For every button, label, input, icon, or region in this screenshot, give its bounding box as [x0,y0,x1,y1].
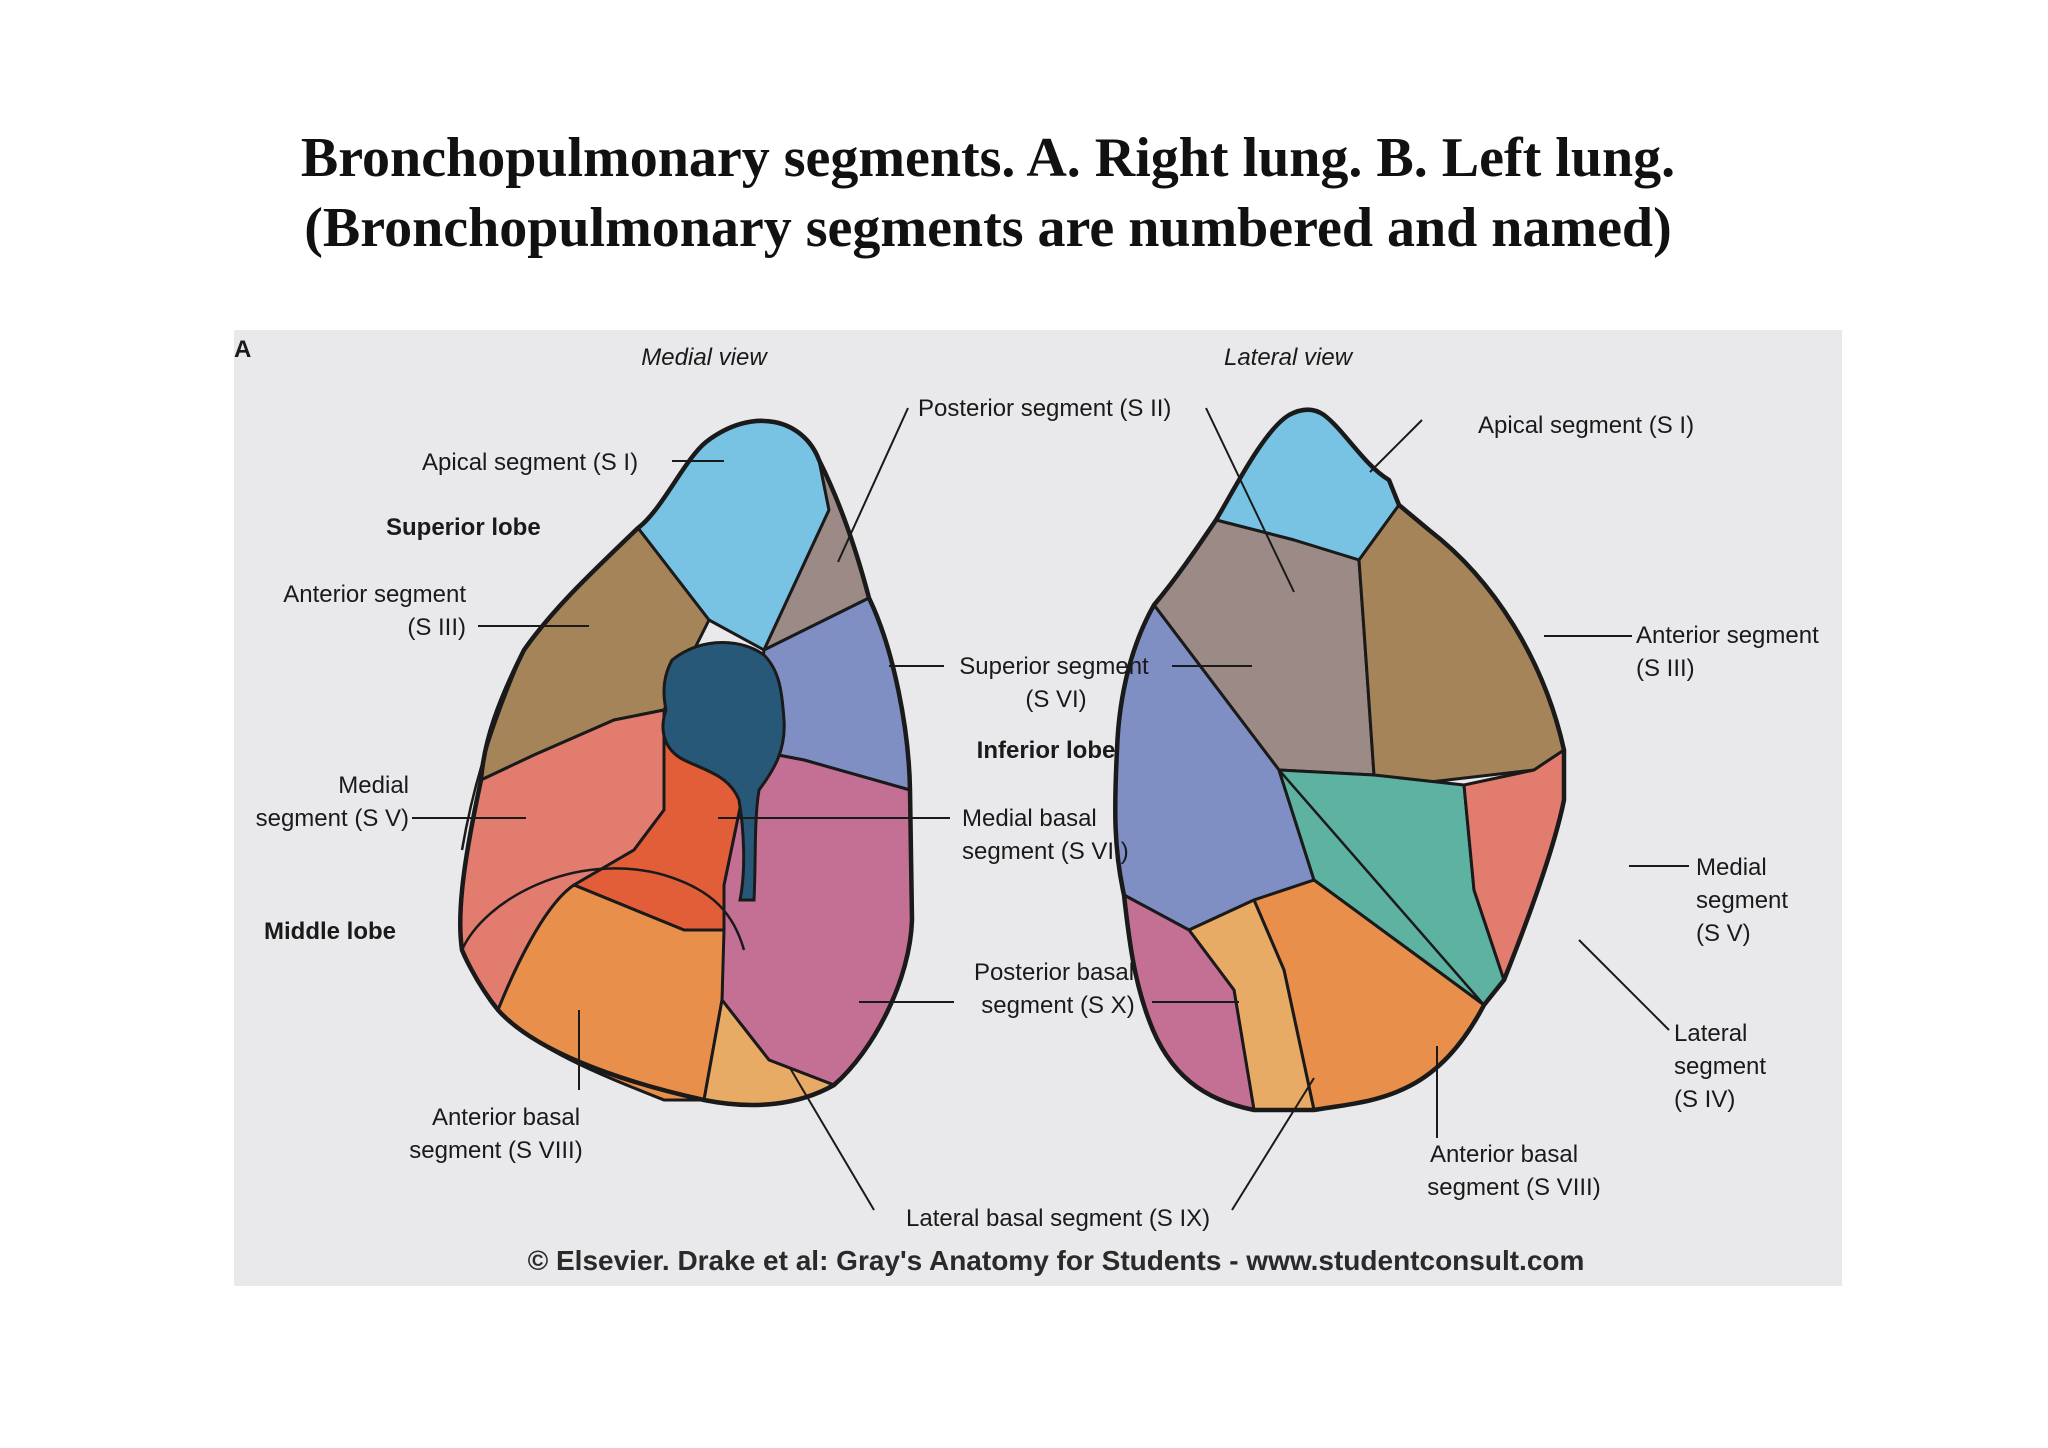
lateral-view-lung [1113,407,1567,1113]
lung-diagram: A Medial view Lateral view Apical segmen… [234,336,1819,1276]
label-inferior-lobe: Inferior lobe [977,737,1116,764]
label-anterior-basal-left-2: segment (S VIII) [409,1137,582,1164]
label-medial-right-1: Medial [1696,854,1767,881]
medial-view-lung [457,418,915,1108]
label-anterior-basal-left-1: Anterior basal [432,1104,580,1131]
medial-view-label: Medial view [641,344,768,371]
label-apical-left: Apical segment (S I) [422,449,638,476]
label-anterior-left-1: Anterior segment [283,581,466,608]
label-lateral-basal: Lateral basal segment (S IX) [906,1205,1210,1232]
slide-title-line-1: Bronchopulmonary segments. A. Right lung… [300,127,1676,189]
hilum [661,641,786,902]
label-anterior-right-1: Anterior segment [1636,622,1819,649]
slide-title-line-2: (Bronchopulmonary segments are numbered … [304,197,1672,259]
leader-lines [412,407,1689,1211]
label-medial-right-3: (S V) [1696,920,1751,947]
panel-letter: A [234,336,251,363]
label-apical-right: Apical segment (S I) [1478,412,1694,439]
lateral-oblique-fissure [1153,604,1485,1006]
label-middle-lobe: Middle lobe [264,918,396,945]
lung-segments-figure: A Medial view Lateral view Apical segmen… [234,330,1842,1286]
label-superior-segment-1: Superior segment [959,653,1149,680]
label-medial-right-2: segment [1696,887,1788,914]
label-superior-lobe: Superior lobe [386,514,541,541]
label-medial-basal-2: segment (S VII) [962,838,1129,865]
label-medial-left-1: Medial [338,772,409,799]
label-superior-segment-2: (S VI) [1025,686,1086,713]
label-posterior-basal-2: segment (S X) [981,992,1134,1019]
label-anterior-basal-right-2: segment (S VIII) [1427,1174,1600,1201]
label-lateral-right-2: segment [1674,1053,1766,1080]
lateral-anterior-segment [1357,503,1566,787]
label-anterior-basal-right-1: Anterior basal [1430,1141,1578,1168]
label-posterior-segment: Posterior segment (S II) [918,395,1171,422]
label-lateral-right-3: (S IV) [1674,1086,1735,1113]
medial-lung-outline [457,418,915,1108]
lateral-view-label: Lateral view [1224,344,1354,371]
label-posterior-basal-1: Posterior basal [974,959,1134,986]
label-anterior-left-2: (S III) [407,614,466,641]
copyright-notice: © Elsevier. Drake et al: Gray's Anatomy … [528,1245,1585,1276]
medial-oblique-fissure [460,649,526,851]
label-medial-left-2: segment (S V) [256,805,409,832]
middle-lobe-curve [460,867,746,951]
label-anterior-right-2: (S III) [1636,655,1695,682]
label-medial-basal-1: Medial basal [962,805,1097,832]
label-lateral-right-1: Lateral [1674,1020,1747,1047]
